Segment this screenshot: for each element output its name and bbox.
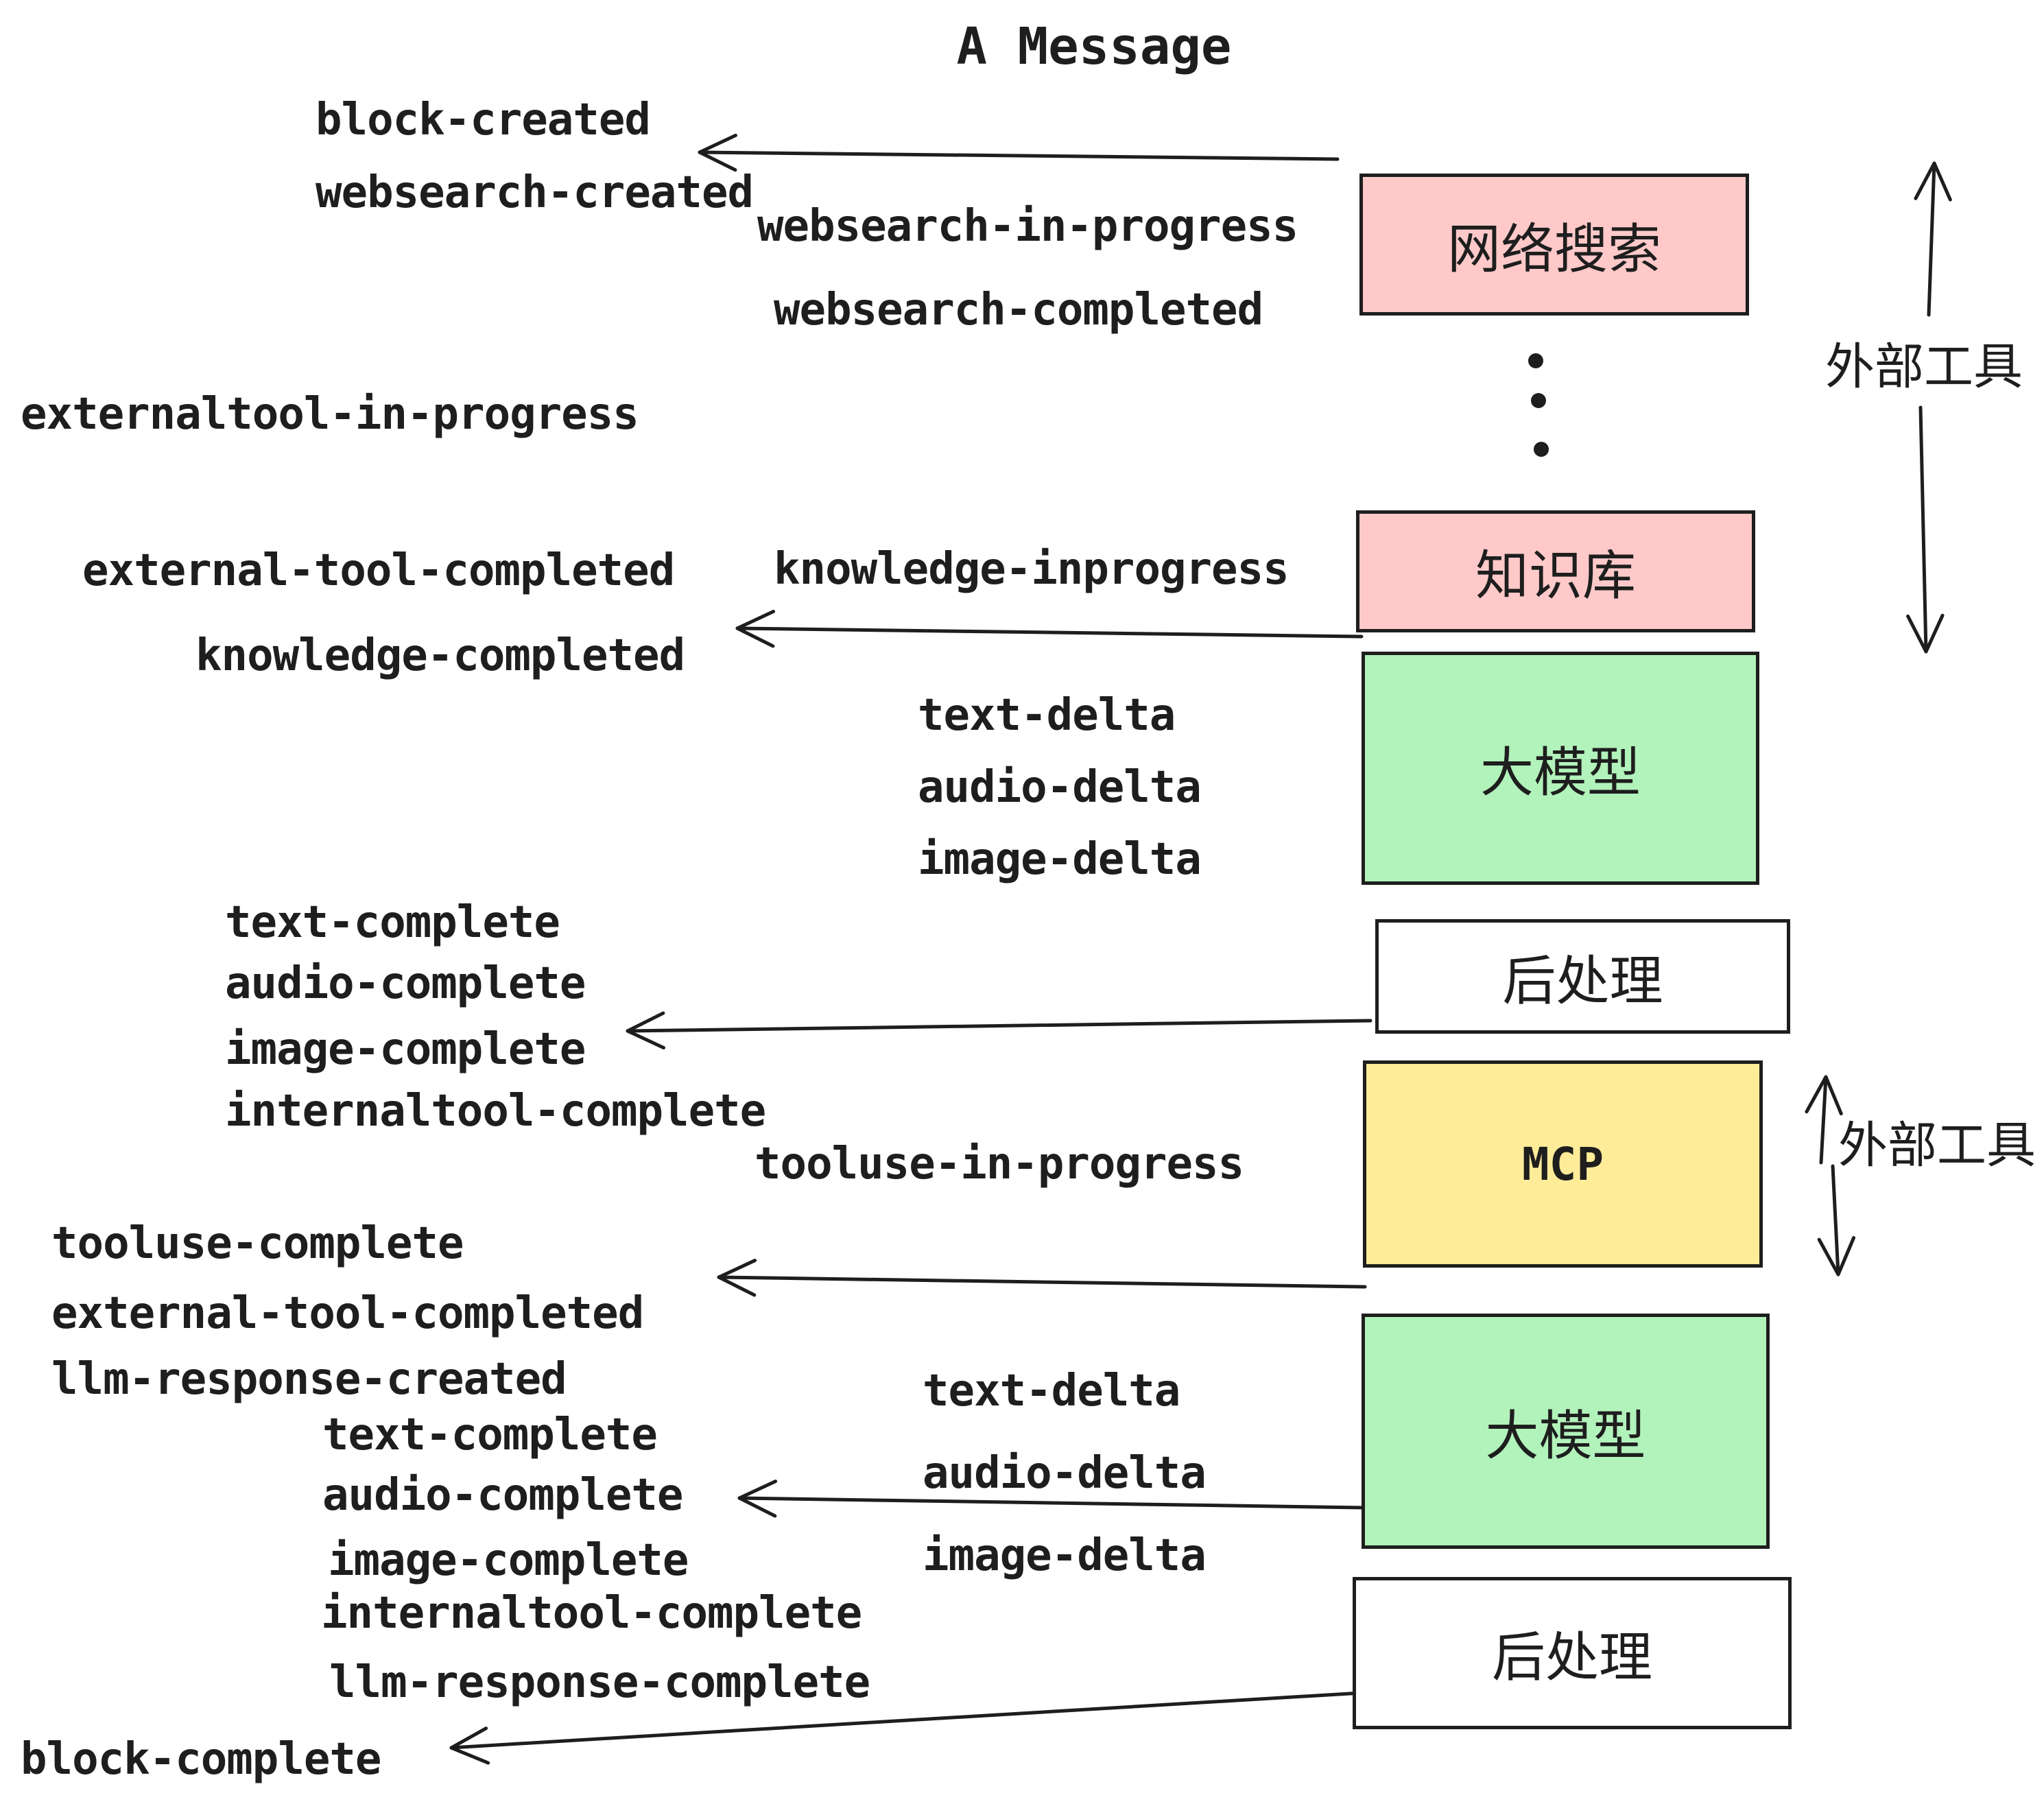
arrow-to-audio-complete — [737, 1480, 1366, 1518]
event-label-block-created: block-created — [316, 95, 651, 145]
event-label-internaltool-complete: internaltool-complete — [321, 1588, 862, 1639]
arrow-to-tooluse-complete — [717, 1259, 1367, 1297]
box-knowledge-label: 知识库 — [1475, 545, 1636, 606]
event-label-image-delta: image-delta — [923, 1530, 1207, 1581]
arrow-to-image-complete — [626, 1011, 1372, 1050]
box-postprocess-1: 后处理 — [1375, 919, 1790, 1034]
box-postprocess-1-label: 后处理 — [1502, 950, 1663, 1011]
event-label-image-complete: image-complete — [225, 1024, 586, 1075]
box-postprocess-2: 后处理 — [1353, 1577, 1792, 1729]
event-label-tooluse-in-progress: tooluse-in-progress — [754, 1139, 1244, 1189]
box-llm-2-label: 大模型 — [1485, 1405, 1646, 1466]
ellipsis-dot — [1534, 442, 1549, 457]
box-llm-1: 大模型 — [1362, 652, 1759, 885]
event-label-audio-delta: audio-delta — [923, 1448, 1207, 1499]
event-label-text-complete: text-complete — [322, 1410, 658, 1460]
event-label-llm-response-complete: llm-response-complete — [329, 1657, 870, 1708]
arrow-external-tools-down-2 — [1817, 1164, 1856, 1277]
event-label-text-delta: text-delta — [923, 1366, 1180, 1416]
event-label-websearch-completed: websearch-completed — [774, 285, 1263, 335]
event-label-llm-response-created: llm-response-created — [51, 1354, 567, 1405]
arrow-external-tools-down-1 — [1906, 405, 1945, 654]
event-label-tooluse-complete: tooluse-complete — [51, 1218, 464, 1269]
box-mcp-label: MCP — [1521, 1137, 1604, 1191]
external-tools-label-1: 外部工具 — [1825, 340, 2023, 395]
event-label-websearch-created: websearch-created — [316, 167, 754, 218]
event-label-text-complete: text-complete — [225, 897, 560, 948]
arrow-to-block-created — [698, 133, 1340, 172]
event-label-knowledge-completed: knowledge-completed — [195, 630, 685, 681]
box-postprocess-2-label: 后处理 — [1491, 1627, 1652, 1687]
box-llm-2: 大模型 — [1362, 1314, 1770, 1549]
event-label-image-complete: image-complete — [328, 1535, 689, 1586]
event-label-external-tool-completed: external-tool-completed — [51, 1288, 644, 1339]
diagram-title: A Message — [956, 17, 1232, 76]
event-label-block-complete: block-complete — [21, 1734, 381, 1785]
event-label-websearch-in-progress: websearch-in-progress — [757, 201, 1298, 252]
event-label-audio-complete: audio-complete — [322, 1470, 683, 1521]
box-websearch-label: 网络搜索 — [1447, 218, 1661, 279]
ellipsis-dot — [1531, 393, 1546, 408]
event-label-external-tool-completed: external-tool-completed — [82, 545, 675, 596]
event-label-audio-complete: audio-complete — [225, 958, 586, 1009]
event-label-image-delta: image-delta — [918, 834, 1202, 885]
box-llm-1-label: 大模型 — [1479, 742, 1641, 803]
arrow-to-block-complete — [449, 1691, 1364, 1765]
arrow-external-tools-up-1 — [1914, 161, 1952, 317]
box-mcp: MCP — [1363, 1060, 1763, 1268]
arrow-to-knowledge-completed — [735, 609, 1364, 648]
box-knowledge: 知识库 — [1356, 510, 1755, 632]
external-tools-label-2: 外部工具 — [1838, 1118, 2036, 1174]
arrow-external-tools-up-2 — [1805, 1075, 1843, 1165]
box-websearch: 网络搜索 — [1359, 174, 1749, 316]
event-label-text-delta: text-delta — [918, 690, 1176, 741]
event-label-internaltool-complete: internaltool-complete — [225, 1086, 766, 1137]
ellipsis-dot — [1528, 353, 1543, 368]
event-label-externaltool-in-progress: externaltool-in-progress — [21, 389, 639, 440]
event-label-audio-delta: audio-delta — [918, 762, 1202, 813]
event-label-knowledge-inprogress: knowledge-inprogress — [774, 544, 1290, 595]
